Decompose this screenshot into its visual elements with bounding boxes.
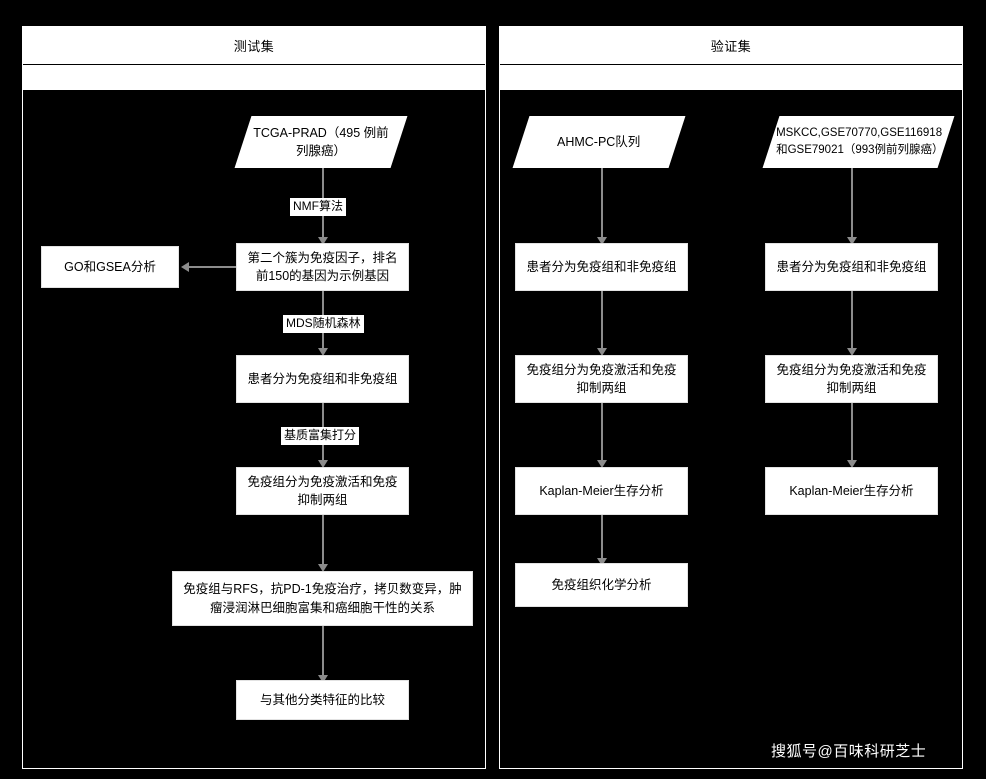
- arrow-test-subgroup-to-relations: [322, 515, 324, 567]
- node-valid-left-subgroup: 免疫组分为免疫激活和免疫抑制两组: [515, 355, 688, 403]
- watermark: 搜狐号@百味科研芝士: [771, 740, 926, 761]
- arrow-test-relations-to-compare: [322, 626, 324, 678]
- node-valid-left-group: 患者分为免疫组和非免疫组: [515, 243, 688, 291]
- label-nmf-algorithm: NMF算法: [290, 198, 346, 216]
- watermark-text: 搜狐号@百味科研芝士: [771, 743, 927, 760]
- arrowhead-test-group-to-subgroup: [318, 460, 328, 468]
- arrowhead-valid-right-group-to-subgroup: [847, 348, 857, 356]
- label-mds-random-forest-text: MDS随机森林: [286, 316, 361, 330]
- arrow-valid-right-group-to-subgroup: [851, 291, 853, 351]
- node-test-group: 患者分为免疫组和非免疫组: [236, 355, 409, 403]
- node-test-relations: 免疫组与RFS，抗PD-1免疫治疗，拷贝数变异，肿瘤浸润淋巴细胞富集和癌细胞干性…: [172, 571, 473, 626]
- node-valid-right-subgroup-text: 免疫组分为免疫激活和免疫抑制两组: [776, 362, 927, 395]
- arrowhead-test-relations-to-compare: [318, 675, 328, 683]
- arrowhead-valid-left-start-to-group: [597, 237, 607, 245]
- node-test-subgroup-text: 免疫组分为免疫激活和免疫抑制两组: [247, 474, 398, 507]
- node-test-compare-text: 与其他分类特征的比较: [259, 692, 385, 707]
- arrowhead-valid-right-start-to-group: [847, 237, 857, 245]
- node-valid-left-subgroup-text: 免疫组分为免疫激活和免疫抑制两组: [526, 362, 677, 395]
- node-valid-right-km: Kaplan-Meier生存分析: [765, 467, 938, 515]
- node-test-start: TCGA-PRAD（495 例前列腺癌）: [234, 116, 408, 168]
- arrowhead-test-cluster-to-group: [318, 348, 328, 356]
- node-test-start-text: TCGA-PRAD（495 例前列腺癌）: [253, 125, 389, 158]
- node-valid-right-km-text: Kaplan-Meier生存分析: [789, 483, 914, 498]
- panel-test-set-title-text: 测试集: [233, 39, 275, 54]
- node-test-group-text: 患者分为免疫组和非免疫组: [247, 371, 398, 386]
- node-valid-left-start: AHMC-PC队列: [512, 116, 686, 168]
- label-mds-random-forest: MDS随机森林: [283, 315, 364, 333]
- arrowhead-test-subgroup-to-relations: [318, 564, 328, 572]
- arrowhead-valid-left-km-to-ihc: [597, 558, 607, 566]
- node-test-subgroup: 免疫组分为免疫激活和免疫抑制两组: [236, 467, 409, 515]
- node-valid-right-start: MSKCC,GSE70770,GSE116918和GSE79021（993例前列…: [762, 116, 955, 168]
- arrow-cluster-to-go: [189, 266, 236, 268]
- arrowhead-valid-right-subgroup-to-km: [847, 460, 857, 468]
- node-valid-left-start-text: AHMC-PC队列: [557, 134, 641, 149]
- arrowhead-valid-left-subgroup-to-km: [597, 460, 607, 468]
- node-valid-left-ihc-text: 免疫组织化学分析: [551, 577, 652, 592]
- node-test-cluster-text: 第二个簇为免疫因子，排名前150的基因为示例基因: [247, 250, 398, 283]
- arrow-valid-left-km-to-ihc: [601, 515, 603, 561]
- panel-test-set-subbar: [23, 65, 485, 90]
- node-valid-right-start-text: MSKCC,GSE70770,GSE116918和GSE79021（993例前列…: [775, 127, 943, 156]
- arrowhead-valid-left-group-to-subgroup: [597, 348, 607, 356]
- arrow-valid-left-start-to-group: [601, 168, 603, 240]
- arrow-valid-left-group-to-subgroup: [601, 291, 603, 351]
- node-test-compare: 与其他分类特征的比较: [236, 680, 409, 720]
- node-valid-right-group-text: 患者分为免疫组和非免疫组: [776, 259, 927, 274]
- node-valid-left-group-text: 患者分为免疫组和非免疫组: [526, 259, 677, 274]
- panel-validation-set-title-text: 验证集: [710, 39, 752, 54]
- arrow-valid-left-subgroup-to-km: [601, 403, 603, 463]
- arrow-valid-right-subgroup-to-km: [851, 403, 853, 463]
- arrowhead-cluster-to-go: [181, 262, 189, 272]
- node-valid-left-km-text: Kaplan-Meier生存分析: [539, 483, 664, 498]
- panel-test-set-title: 测试集: [23, 27, 485, 64]
- label-stromal-enrichment-score: 基质富集打分: [281, 427, 360, 445]
- label-nmf-algorithm-text: NMF算法: [293, 199, 343, 213]
- node-valid-right-group: 患者分为免疫组和非免疫组: [765, 243, 938, 291]
- panel-validation-set-subbar: [500, 65, 962, 90]
- node-valid-left-km: Kaplan-Meier生存分析: [515, 467, 688, 515]
- node-valid-left-ihc: 免疫组织化学分析: [515, 563, 688, 607]
- node-test-cluster: 第二个簇为免疫因子，排名前150的基因为示例基因: [236, 243, 409, 291]
- arrowhead-test-start-to-cluster: [318, 237, 328, 245]
- arrow-valid-right-start-to-group: [851, 168, 853, 240]
- node-go-gsea: GO和GSEA分析: [41, 246, 179, 288]
- node-go-gsea-text: GO和GSEA分析: [64, 259, 156, 274]
- label-stromal-enrichment-score-text: 基质富集打分: [284, 428, 357, 442]
- panel-validation-set-title: 验证集: [500, 27, 962, 64]
- node-valid-right-subgroup: 免疫组分为免疫激活和免疫抑制两组: [765, 355, 938, 403]
- node-test-relations-text: 免疫组与RFS，抗PD-1免疫治疗，拷贝数变异，肿瘤浸润淋巴细胞富集和癌细胞干性…: [183, 582, 462, 615]
